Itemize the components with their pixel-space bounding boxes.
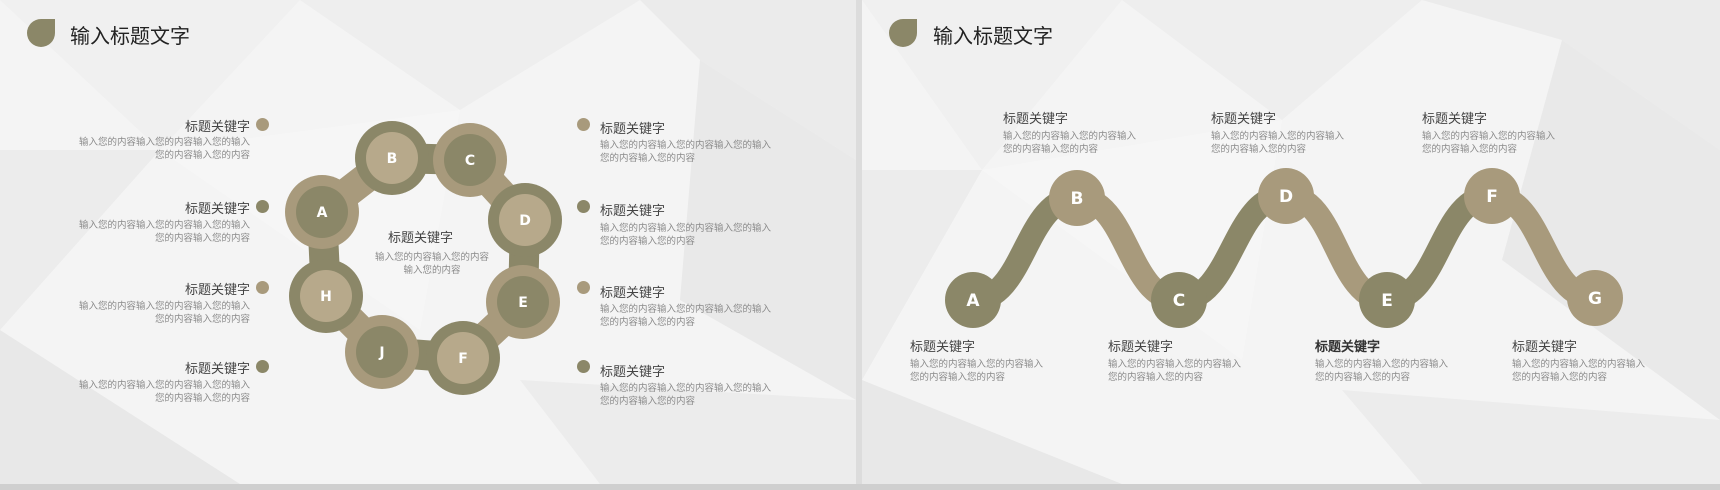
ring-node-inner [296, 186, 348, 238]
wave-node: E [1359, 272, 1415, 328]
wave-node: G [1567, 270, 1623, 326]
ring-node: J [345, 315, 419, 389]
wave-node: B [1049, 170, 1105, 226]
wave-node-circle [1359, 272, 1415, 328]
ring-node: A [285, 175, 359, 249]
ring-node-inner [437, 332, 489, 384]
ring-node-label: D [519, 213, 531, 229]
item-keyword: 标题关键字 [910, 340, 976, 355]
ring-node-inner [366, 132, 418, 184]
item-body: 输入您的内容输入您的内容输入您的输入 您的内容输入您的内容 [600, 223, 772, 247]
item-body: 输入您的内容输入您的内容输入您的输入 您的内容输入您的内容 [600, 383, 772, 407]
item-body: 输入您的内容输入您的内容输入您的输入 您的内容输入您的内容 [600, 140, 772, 164]
bullet-dot [256, 281, 269, 294]
wave-node: A [945, 272, 1001, 328]
item-body: 输入您的内容输入您的内容输入 您的内容输入您的内容 [1512, 359, 1646, 383]
wave-node-circle [1151, 272, 1207, 328]
wave-node-label: A [966, 291, 980, 311]
leaf-icon [27, 19, 55, 47]
item-keyword: 标题关键字 [1211, 112, 1277, 127]
ring-node: F [426, 321, 500, 395]
item-keyword: 标题关键字 [1108, 340, 1174, 355]
ring-node-label: B [387, 151, 398, 167]
slide-wave-diagram: 输入标题文字 A B C D E F G 标题关键字 输入您的内容输入您的内容输入 您的内容… [862, 0, 1720, 484]
leaf-icon [889, 19, 917, 47]
wave-node-label: E [1381, 291, 1393, 311]
ring-node-inner [499, 194, 551, 246]
ring-node: C [433, 123, 507, 197]
item-body: 输入您的内容输入您的内容输入 您的内容输入您的内容 [1003, 131, 1137, 155]
bullet-dot [256, 200, 269, 213]
ring-node-label: H [320, 289, 332, 305]
item-body: 输入您的内容输入您的内容输入您的输入 您的内容输入您的内容 [600, 304, 772, 328]
wave-diagram: A B C D E F G [945, 168, 1623, 328]
page-title: 输入标题文字 [70, 24, 190, 48]
wave-node: F [1464, 168, 1520, 224]
bullet-dot [256, 118, 269, 131]
ring-node: B [355, 121, 429, 195]
bullet-dot [577, 118, 590, 131]
item-body: 输入您的内容输入您的内容输入 您的内容输入您的内容 [1422, 131, 1556, 155]
item-body: 输入您的内容输入您的内容输入 您的内容输入您的内容 [910, 359, 1044, 383]
ring-node-label: C [465, 153, 475, 169]
ring-node-label: E [518, 295, 528, 311]
wave-node-label: F [1486, 187, 1498, 207]
wave-node-circle [1464, 168, 1520, 224]
bullet-dot [577, 281, 590, 294]
item-keyword: 标题关键字 [600, 286, 666, 301]
ring-node-inner [300, 270, 352, 322]
item-keyword: 标题关键字 [600, 365, 666, 380]
item-body: 输入您的内容输入您的内容输入您的输入 您的内容输入您的内容 [78, 301, 250, 325]
item-keyword: 标题关键字 [184, 120, 250, 135]
item-body: 输入您的内容输入您的内容输入 您的内容输入您的内容 [1211, 131, 1345, 155]
wave-node-circle [1049, 170, 1105, 226]
item-body: 输入您的内容输入您的内容输入 您的内容输入您的内容 [1108, 359, 1242, 383]
item-body: 输入您的内容输入您的内容输入您的输入 您的内容输入您的内容 [78, 380, 250, 404]
ring-node-inner [356, 326, 408, 378]
wave-nodes: A B C D E F G [945, 168, 1623, 328]
wave-node: D [1258, 168, 1314, 224]
item-keyword: 标题关键字 [1315, 340, 1381, 355]
item-keyword: 标题关键字 [184, 202, 250, 217]
bottom-bar [0, 484, 1720, 490]
bullet-dot [577, 360, 590, 373]
ring-node-label: A [317, 205, 328, 221]
wave-node-label: B [1071, 189, 1084, 209]
ring-nodes: A B C D E F J H [285, 121, 562, 395]
ring-node-label: J [378, 345, 384, 361]
wave-node: C [1151, 272, 1207, 328]
center-body: 输入您的内容输入您的内容 输入您的内容 [374, 252, 489, 276]
center-keyword: 标题关键字 [388, 231, 454, 246]
bullet-dot [577, 200, 590, 213]
ring-node-inner [444, 134, 496, 186]
bullet-dot [256, 360, 269, 373]
ring-node: E [486, 265, 560, 339]
item-body: 输入您的内容输入您的内容输入您的输入 您的内容输入您的内容 [78, 137, 250, 161]
item-keyword: 标题关键字 [600, 204, 666, 219]
wave-node-label: C [1173, 291, 1185, 311]
ring-node: D [488, 183, 562, 257]
item-keyword: 标题关键字 [1003, 112, 1069, 127]
ring-diagram: A B C D E F J H [285, 121, 562, 395]
page-title: 输入标题文字 [933, 24, 1053, 48]
item-keyword: 标题关键字 [184, 362, 250, 377]
wave-node-label: G [1588, 289, 1602, 309]
wave-node-label: D [1279, 187, 1293, 207]
ring-node-label: F [458, 351, 468, 367]
wave-node-circle [945, 272, 1001, 328]
item-body: 输入您的内容输入您的内容输入 您的内容输入您的内容 [1315, 359, 1449, 383]
item-body: 输入您的内容输入您的内容输入您的输入 您的内容输入您的内容 [78, 220, 250, 244]
ring-node-inner [497, 276, 549, 328]
ring-node: H [289, 259, 363, 333]
wave-node-circle [1567, 270, 1623, 326]
item-keyword: 标题关键字 [600, 122, 666, 137]
slide-ring-diagram: 输入标题文字 A B C D E F J H 标题关键字 输入您的内容输入您的内容 输入您的内… [0, 0, 856, 484]
item-keyword: 标题关键字 [1512, 340, 1578, 355]
item-keyword: 标题关键字 [1422, 112, 1488, 127]
wave-node-circle [1258, 168, 1314, 224]
item-keyword: 标题关键字 [184, 283, 250, 298]
